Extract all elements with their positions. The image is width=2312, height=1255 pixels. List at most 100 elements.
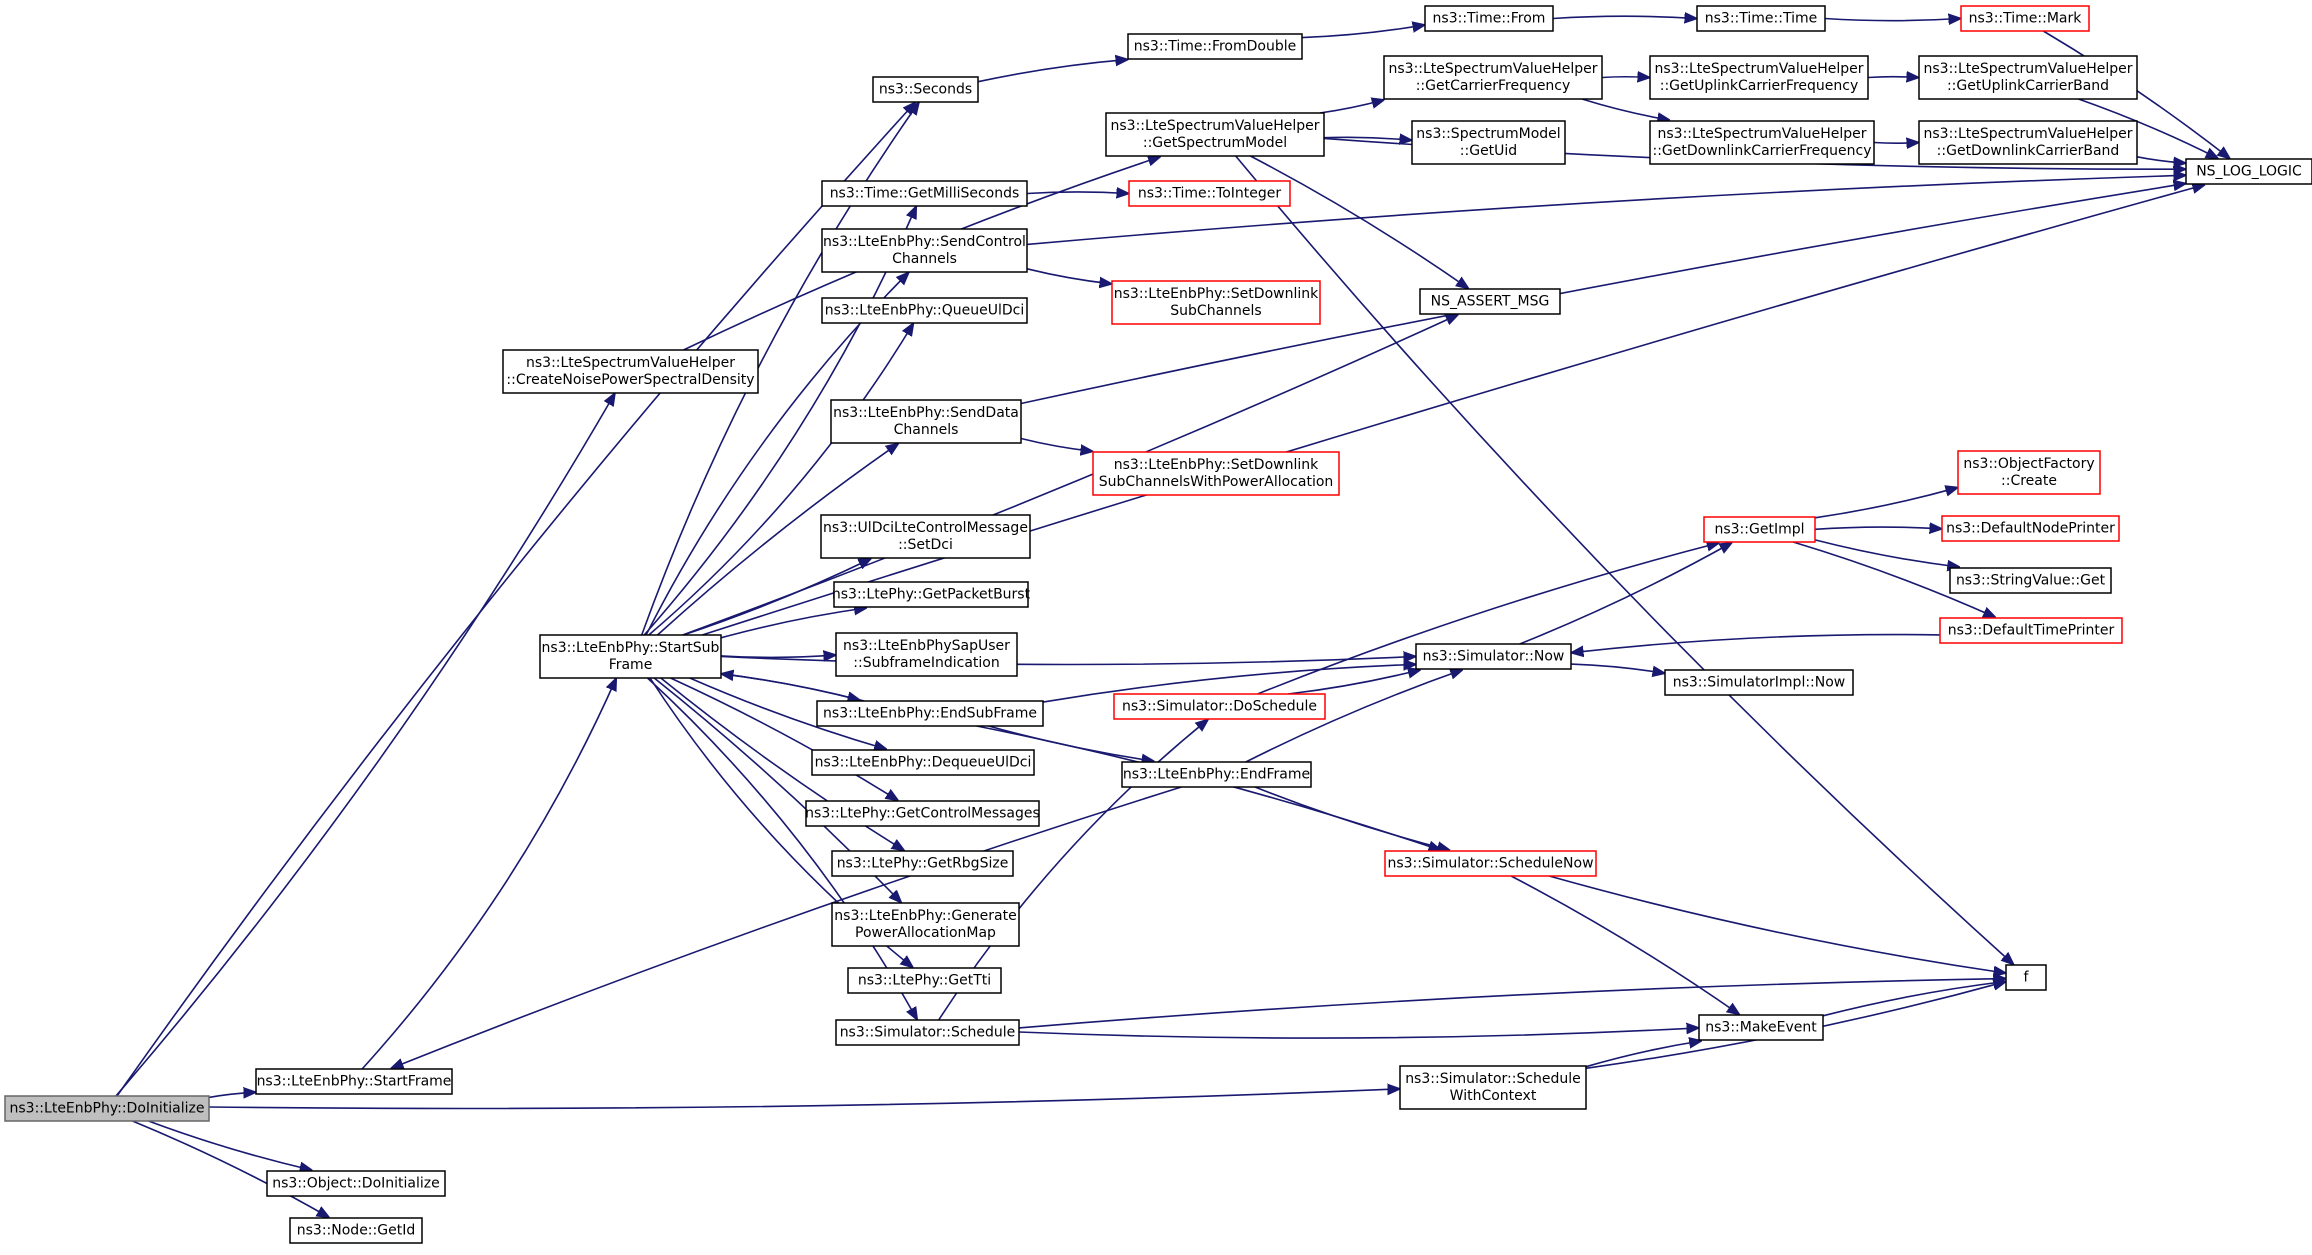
node-nslog-label-0: NS_LOG_LOGIC [2196,164,2302,180]
node-queueul-box [821,297,1028,324]
node-doschedule-label-0: ns3::Simulator::DoSchedule [1122,699,1317,715]
node-getcarrier[interactable]: ns3::LteSpectrumValueHelper::GetCarrierF… [1383,55,1603,100]
edge-getimpl-to-objfactory [1814,488,1957,519]
node-schedule-label-0: ns3::Simulator::Schedule [840,1025,1016,1041]
node-fromdouble[interactable]: ns3::Time::FromDouble [1127,33,1303,60]
node-f-box [2005,964,2047,991]
node-startframe[interactable]: ns3::LteEnbPhy::StartFrame [255,1068,453,1095]
node-setdlsubpa[interactable]: ns3::LteEnbPhy::SetDownlinkSubChannelsWi… [1092,451,1340,496]
node-getuid-label-0: ns3::SpectrumModel [1416,126,1560,142]
node-root-box [4,1095,210,1122]
node-objfactory[interactable]: ns3::ObjectFactory::Create [1957,450,2101,495]
node-nslog[interactable]: NS_LOG_LOGIC [2185,158,2312,185]
node-node_getid[interactable]: ns3::Node::GetId [289,1217,423,1244]
node-defnodeprinter[interactable]: ns3::DefaultNodePrinter [1941,515,2120,542]
edge-getuplinkcb-to-nslog [2078,98,2218,158]
node-getimpl[interactable]: ns3::GetImpl [1703,516,1816,543]
node-getpacketburst[interactable]: ns3::LtePhy::GetPacketBurst [832,581,1031,608]
node-stringvalue[interactable]: ns3::StringValue::Get [1949,567,2112,594]
node-schednow[interactable]: ns3::Simulator::ScheduleNow [1384,850,1597,877]
node-schedule[interactable]: ns3::Simulator::Schedule [835,1019,1020,1046]
edge-makeevent-to-f [1822,982,2005,1017]
node-queueul[interactable]: ns3::LteEnbPhy::QueueUlDci [821,297,1028,324]
node-endsub[interactable]: ns3::LteEnbPhy::EndSubFrame [816,700,1044,727]
edge-startsub-to-getcontrolmsg [670,677,898,800]
edge-getcarrier-to-getuplinkcf [1601,77,1649,78]
node-fromdouble-box [1127,33,1303,60]
edge-endsub-to-schednow [976,725,1440,850]
node-getuplinkcf-box [1649,55,1869,100]
edge-sendcontrol-to-setdlsub [1026,268,1111,284]
node-sendcontrol-label-1: Channels [892,251,957,267]
node-tointeger[interactable]: ns3::Time::ToInteger [1128,180,1291,207]
node-tointeger-label-0: ns3::Time::ToInteger [1138,186,1282,202]
node-schednow-box [1384,850,1597,877]
node-getmilli[interactable]: ns3::Time::GetMilliSeconds [821,180,1028,207]
node-sched_ctx-label-0: ns3::Simulator::Schedule [1405,1071,1581,1087]
edge-root-to-object_doinit [148,1120,312,1170]
node-genpower[interactable]: ns3::LteEnbPhy::GeneratePowerAllocationM… [831,902,1020,947]
node-doschedule[interactable]: ns3::Simulator::DoSchedule [1113,693,1326,720]
edge-getuplinkcf-to-getuplinkcb [1867,77,1918,78]
node-object_doinit-box [266,1170,446,1197]
node-endframe-label-0: ns3::LteEnbPhy::EndFrame [1123,767,1310,783]
node-setdci[interactable]: ns3::UlDciLteControlMessage::SetDci [820,514,1031,559]
node-getpacketburst-box [833,581,1029,608]
node-getmilli-label-0: ns3::Time::GetMilliSeconds [830,186,1020,202]
edge-fromdouble-to-from [1301,25,1424,39]
node-deftimeprinter[interactable]: ns3::DefaultTimePrinter [1939,617,2123,644]
node-deftimeprinter-box [1939,617,2123,644]
node-getdownlinkcf-label-0: ns3::LteSpectrumValueHelper [1658,126,1867,142]
node-simnow[interactable]: ns3::Simulator::Now [1415,643,1572,670]
node-sendcontrol-label-0: ns3::LteEnbPhy::SendControl [823,234,1026,250]
node-endframe[interactable]: ns3::LteEnbPhy::EndFrame [1121,761,1312,788]
node-doschedule-box [1113,693,1326,720]
node-time-box [1696,5,1826,32]
node-simimplnow-label-0: ns3::SimulatorImpl::Now [1673,675,1846,691]
node-getuplinkcb[interactable]: ns3::LteSpectrumValueHelper::GetUplinkCa… [1918,55,2138,100]
node-subframeind[interactable]: ns3::LteEnbPhySapUser::SubframeIndicatio… [835,632,1018,677]
edge-startsub-to-getrbg [660,677,904,850]
node-startsub-label-1: Frame [609,657,653,673]
node-object_doinit[interactable]: ns3::Object::DoInitialize [266,1170,446,1197]
node-getdownlinkcf[interactable]: ns3::LteSpectrumValueHelper::GetDownlink… [1649,120,1875,165]
node-getuplinkcb-label-0: ns3::LteSpectrumValueHelper [1924,61,2133,77]
node-getcontrolmsg[interactable]: ns3::LtePhy::GetControlMessages [805,800,1040,827]
node-getspectrum-label-1: ::GetSpectrumModel [1143,135,1287,151]
node-mark[interactable]: ns3::Time::Mark [1960,5,2090,32]
node-getrbg[interactable]: ns3::LtePhy::GetRbgSize [831,850,1014,877]
node-nsassert[interactable]: NS_ASSERT_MSG [1419,288,1561,315]
node-genpower-label-0: ns3::LteEnbPhy::Generate [834,908,1016,924]
edge-simnow-to-getimpl [1519,543,1732,645]
node-time[interactable]: ns3::Time::Time [1696,5,1826,32]
edge-getmilli-to-tointeger [1026,192,1128,194]
edge-endsub-to-simnow [1042,664,1415,703]
node-gettti-box [847,967,1002,994]
node-getspectrum[interactable]: ns3::LteSpectrumValueHelper::GetSpectrum… [1105,112,1325,157]
node-makeevent[interactable]: ns3::MakeEvent [1698,1014,1824,1041]
node-from-label-0: ns3::Time::From [1433,11,1546,27]
node-dequeueul[interactable]: ns3::LteEnbPhy::DequeueUlDci [811,749,1035,776]
node-mark-label-0: ns3::Time::Mark [1969,11,2083,27]
node-getuplinkcf[interactable]: ns3::LteSpectrumValueHelper::GetUplinkCa… [1649,55,1869,100]
node-gettti[interactable]: ns3::LtePhy::GetTti [847,967,1002,994]
edge-endsub-to-startsub [722,674,865,702]
node-root: ns3::LteEnbPhy::DoInitialize [4,1095,210,1122]
node-seconds[interactable]: ns3::Seconds [872,76,979,103]
node-simimplnow[interactable]: ns3::SimulatorImpl::Now [1664,669,1854,696]
node-getuid-label-1: ::GetUid [1460,143,1517,159]
node-createnoise[interactable]: ns3::LteSpectrumValueHelper::CreateNoise… [502,349,759,394]
node-getdownlinkcb[interactable]: ns3::LteSpectrumValueHelper::GetDownlink… [1918,120,2138,165]
node-f[interactable]: f [2005,964,2047,991]
node-from[interactable]: ns3::Time::From [1424,5,1554,32]
node-setdlsubpa-box [1092,451,1340,496]
node-getuid[interactable]: ns3::SpectrumModel::GetUid [1411,120,1566,165]
node-setdci-label-0: ns3::UlDciLteControlMessage [823,520,1028,536]
edge-startsub-to-simnow [720,657,1415,666]
